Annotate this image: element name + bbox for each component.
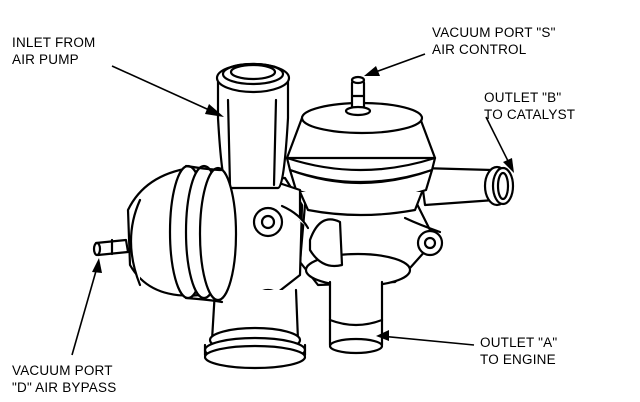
label-vacuum-s-line2: AIR CONTROL: [432, 42, 527, 57]
arrowheads: [92, 66, 514, 341]
label-outlet-a: OUTLET "A" TO ENGINE: [480, 334, 557, 368]
label-vacuum-d-line2: "D" AIR BYPASS: [12, 380, 117, 395]
vacuum-port-d-nipple: [92, 238, 130, 257]
label-outlet-a-line1: OUTLET "A": [480, 335, 558, 350]
label-inlet-from-air-pump: INLET FROM AIR PUMP: [12, 34, 96, 68]
label-inlet-line2: AIR PUMP: [12, 52, 79, 67]
inlet-pipe: [215, 62, 291, 190]
label-outlet-b: OUTLET "B" TO CATALYST: [484, 89, 575, 123]
left-diaphragm-housing: [126, 164, 238, 304]
outlet-b-pipe: [418, 165, 515, 207]
main-lower-outlet: [203, 288, 307, 370]
label-outlet-a-line2: TO ENGINE: [480, 352, 556, 367]
right-lower-body: [298, 198, 444, 288]
right-diaphragm-housing: [285, 101, 437, 217]
label-vacuum-port-d: VACUUM PORT "D" AIR BYPASS: [12, 362, 116, 396]
label-outlet-b-line2: TO CATALYST: [484, 107, 576, 122]
leader-arrows: [71, 53, 513, 356]
label-outlet-b-line1: OUTLET "B": [484, 90, 562, 105]
outlet-a-pipe: [328, 280, 384, 355]
label-inlet-line1: INLET FROM: [12, 35, 96, 50]
label-vacuum-d-line1: VACUUM PORT: [12, 363, 113, 378]
label-vacuum-port-s: VACUUM PORT "S" AIR CONTROL: [432, 24, 556, 58]
label-vacuum-s-line1: VACUUM PORT "S": [432, 25, 556, 40]
vacuum-port-s-nipple: [344, 75, 372, 117]
